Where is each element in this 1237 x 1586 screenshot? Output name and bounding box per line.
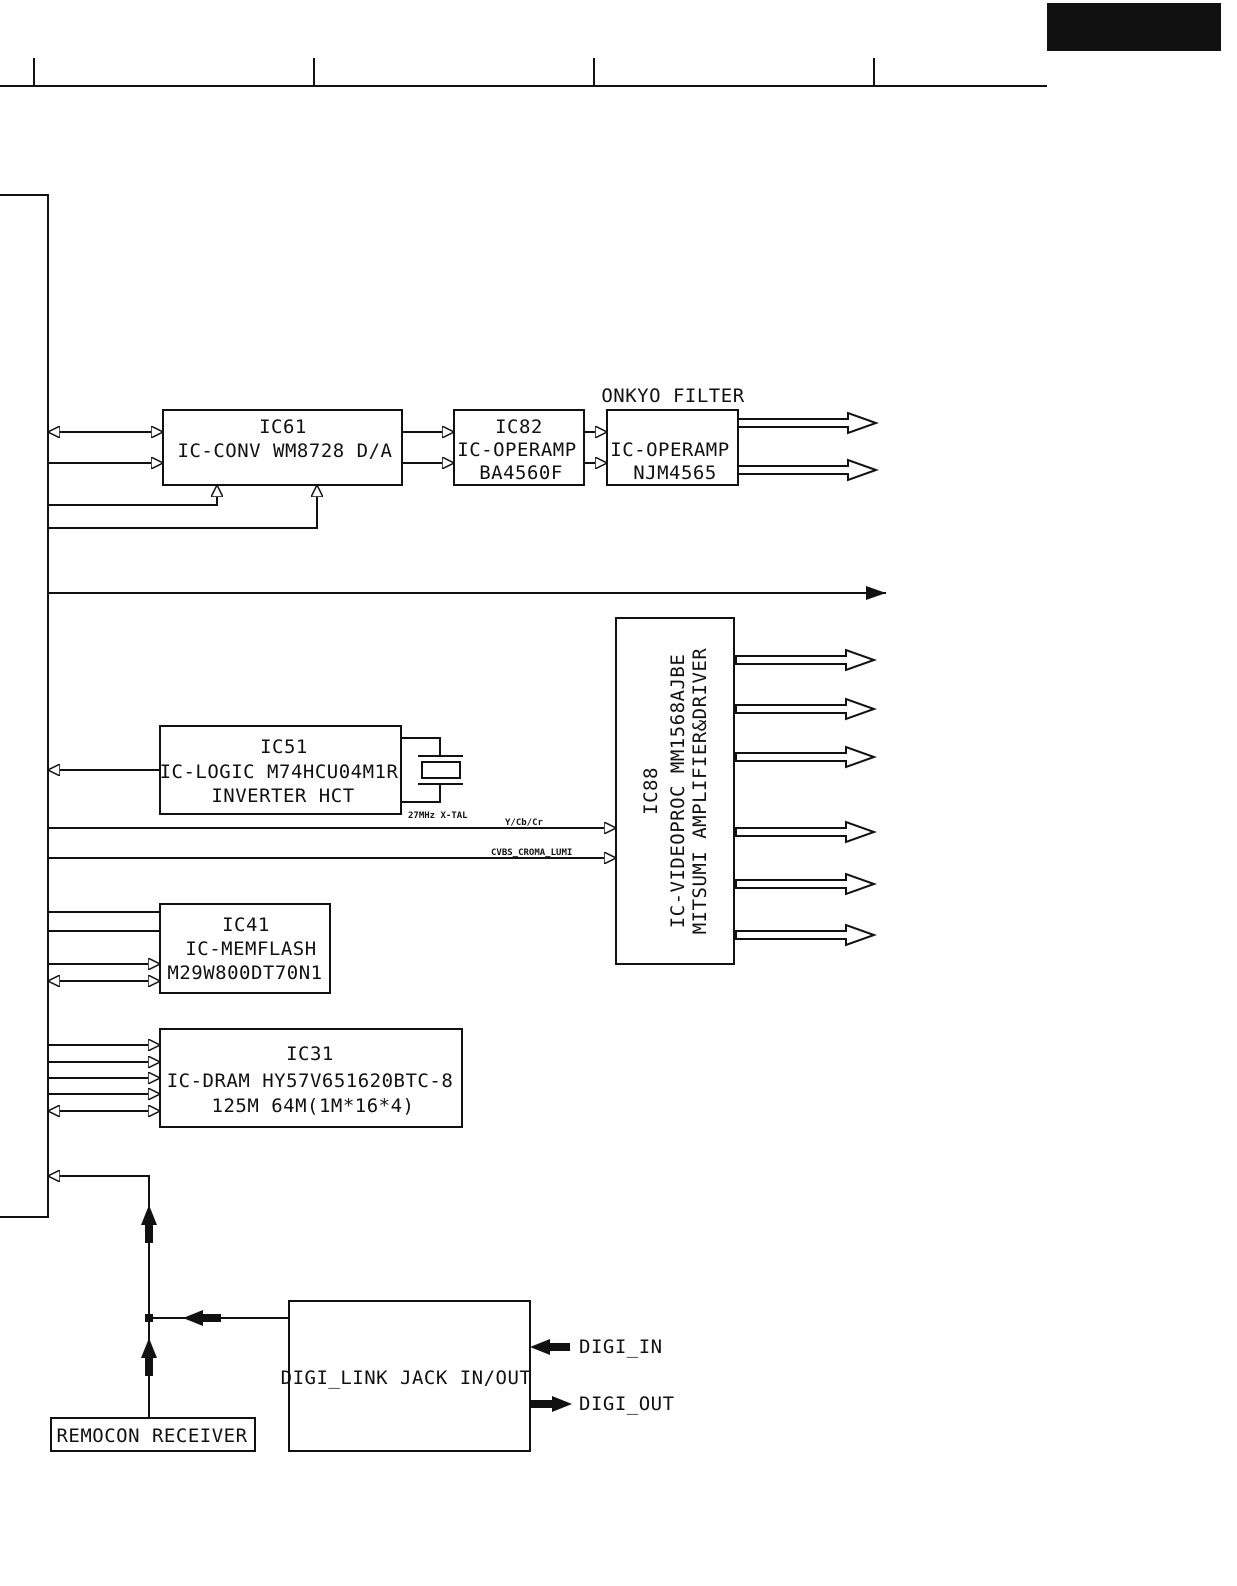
ic82-line-1: IC82 — [495, 416, 543, 438]
remote-return-wire — [48, 1176, 150, 1318]
onkyo-filter-caption: ONKYO FILTER — [601, 385, 744, 407]
audio-out-arrow-1 — [737, 411, 879, 435]
digi-link-left-arrow — [183, 1310, 221, 1326]
video-out-arrow-6 — [735, 923, 877, 947]
digi-in-arrow — [530, 1339, 570, 1355]
ic41-line-1: IC41 — [222, 914, 270, 936]
ic31-connections — [48, 1045, 160, 1111]
digi-out-label: DIGI_OUT — [579, 1393, 675, 1415]
ic51-block: IC51 IC-LOGIC M74HCU04M1R INVERTER HCT — [159, 725, 402, 815]
digi-link-label: DIGI_LINK JACK IN/OUT — [281, 1367, 532, 1389]
video-out-arrow-4 — [735, 820, 877, 844]
digi-in-signal: DIGI_IN — [530, 1336, 663, 1358]
ic51-line-2: IC-LOGIC M74HCU04M1R — [160, 761, 399, 783]
crystal-label: 27MHz X-TAL — [408, 811, 468, 821]
digi-out-signal: DIGI_OUT — [530, 1393, 675, 1415]
video-out-arrow-1 — [735, 648, 877, 672]
video-out-arrow-3 — [735, 745, 877, 769]
ic31-line-2: IC-DRAM HY57V651620BTC-8 — [167, 1070, 454, 1092]
ic41-line-2: IC-MEMFLASH — [185, 938, 316, 960]
ic88-line-2: IC-VIDEOPROC MM1568AJBE — [667, 654, 689, 929]
remote-up-arrow-2 — [141, 1338, 157, 1376]
main-bus — [0, 194, 49, 1218]
audio-bus-outputs — [737, 411, 879, 482]
ycbcr-label: Y/Cb/Cr — [505, 818, 544, 828]
ic31-block: IC31 IC-DRAM HY57V651620BTC-8 125M 64M(1… — [159, 1028, 463, 1128]
remote-up-arrow-1 — [141, 1205, 157, 1243]
ic61-block: IC61 IC-CONV WM8728 D/A — [162, 409, 403, 486]
ic88-line-3: MITSUMI AMPLIFIER&DRIVER — [689, 648, 711, 935]
crystal-symbol — [401, 737, 463, 803]
ic88-line-1: IC88 — [640, 767, 662, 815]
ic82-connections — [584, 432, 607, 463]
ic82-line-3: BA4560F — [479, 462, 563, 484]
cvbs-label: CVBS_CROMA_LUMI — [491, 848, 572, 858]
onkyo-filter-line-2: NJM4565 — [633, 462, 717, 484]
video-bus-outputs — [735, 648, 877, 947]
ic51-line-3: INVERTER HCT — [211, 785, 354, 807]
onkyo-filter-block: ONKYO FILTER IC-OPERAMP NJM4565 — [601, 385, 744, 486]
video-out-arrow-2 — [735, 697, 877, 721]
ic61-line-1: IC61 — [259, 416, 307, 438]
ic31-line-1: IC31 — [286, 1043, 334, 1065]
ic41-line-3: M29W800DT70N1 — [167, 962, 322, 984]
ic61-connections — [48, 432, 454, 529]
ic82-line-2: IC-OPERAMP — [457, 439, 576, 461]
ic31-line-3: 125M 64M(1M*16*4) — [212, 1095, 415, 1117]
ic41-block: IC41 IC-MEMFLASH M29W800DT70N1 — [159, 903, 331, 994]
header-tab — [1047, 3, 1221, 51]
onkyo-filter-line-1: IC-OPERAMP — [610, 439, 729, 461]
ic61-line-2: IC-CONV WM8728 D/A — [178, 440, 393, 462]
digi-link-block: DIGI_LINK JACK IN/OUT — [281, 1300, 532, 1452]
digi-out-arrow — [530, 1396, 572, 1412]
audio-out-arrow-2 — [737, 458, 879, 482]
cvbs-signal: CVBS_CROMA_LUMI — [48, 848, 616, 858]
remocon-label: REMOCON RECEIVER — [56, 1425, 247, 1447]
ic51-line-1: IC51 — [260, 736, 308, 758]
ic82-block: IC82 IC-OPERAMP BA4560F — [453, 409, 585, 486]
header-rule — [0, 58, 1047, 87]
digi-in-label: DIGI_IN — [579, 1336, 663, 1358]
ycbcr-signal: Y/Cb/Cr — [48, 818, 616, 828]
remocon-receiver-block: REMOCON RECEIVER — [50, 1417, 256, 1452]
ic41-connections — [48, 911, 160, 981]
ic88-block: IC88 IC-VIDEOPROC MM1568AJBE MITSUMI AMP… — [615, 617, 735, 965]
video-out-arrow-5 — [735, 872, 877, 896]
